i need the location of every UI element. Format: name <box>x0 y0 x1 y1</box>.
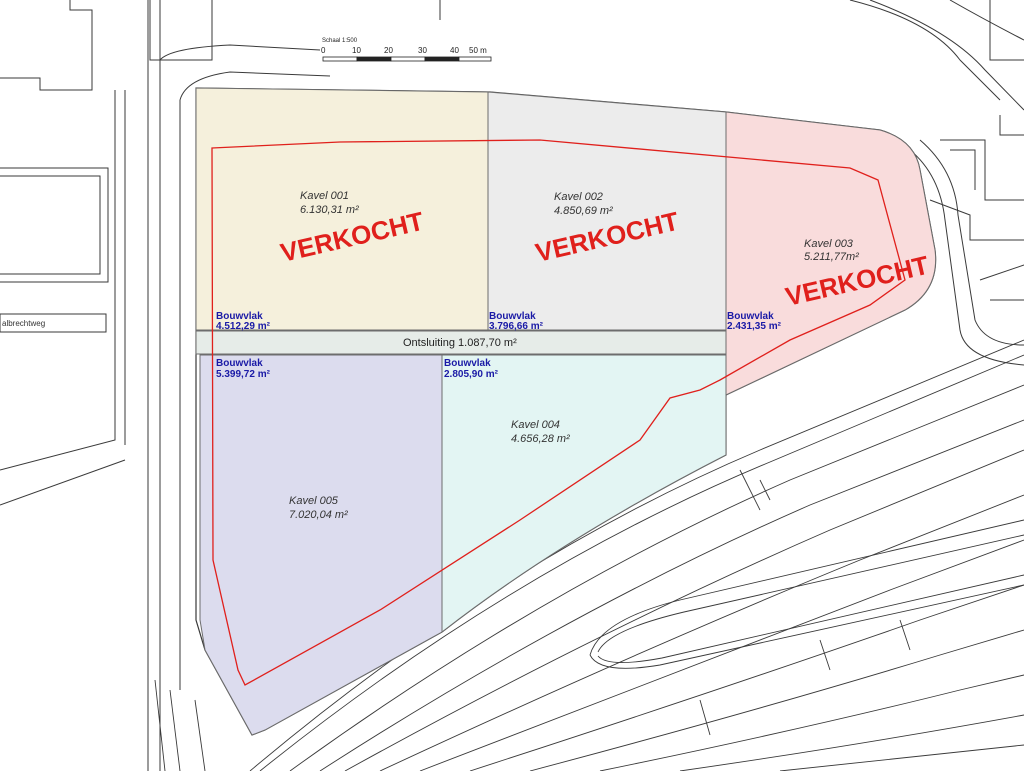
plot-004-labels: Bouwvlak 2.805,90 m² Kavel 004 4.656,28 … <box>444 358 570 445</box>
plot-005-area[interactable] <box>199 354 443 736</box>
plot-005-name: Kavel 005 <box>289 495 339 507</box>
scale-tick-10: 10 <box>352 46 361 55</box>
plots <box>195 87 937 736</box>
sold-boundary-line <box>211 139 906 686</box>
plot-005-area-text: 7.020,04 m² <box>289 509 348 521</box>
plot-004-bouwvlak-label: Bouwvlak <box>444 358 491 369</box>
plot-001-name: Kavel 001 <box>300 190 349 202</box>
plot-001-area-text: 6.130,31 m² <box>300 204 359 216</box>
access-road-label: Ontsluiting 1.087,70 m² <box>403 337 517 349</box>
plot-001-bouwvlak-area: 4.512,29 m² <box>216 321 271 332</box>
access-road-labels: Ontsluiting 1.087,70 m² <box>403 337 517 349</box>
railway-tracks <box>154 339 1024 771</box>
plot-002-name: Kavel 002 <box>554 191 603 203</box>
plot-004-name: Kavel 004 <box>511 419 560 431</box>
plot-003-area-text: 5.211,77m² <box>804 251 859 263</box>
plot-002-bouwvlak-area: 3.796,66 m² <box>489 321 544 332</box>
plot-001-bouwvlak-label: Bouwvlak <box>216 311 263 322</box>
plot-003-name: Kavel 003 <box>804 238 854 250</box>
plot-004-area-text: 4.656,28 m² <box>511 433 570 445</box>
scale-tick-30: 30 <box>418 46 427 55</box>
scale-tick-20: 20 <box>384 46 393 55</box>
scale-tick-50: 50 m <box>469 46 487 55</box>
scale-tick-40: 40 <box>450 46 459 55</box>
plot-003-bouwvlak-area: 2.431,35 m² <box>727 321 782 332</box>
plot-002-area-text: 4.850,69 m² <box>554 205 613 217</box>
plot-005-labels: Bouwvlak 5.399,72 m² Kavel 005 7.020,04 … <box>216 358 348 521</box>
scale-tick-0: 0 <box>321 46 326 55</box>
access-road[interactable] <box>195 330 727 355</box>
plot-003-bouwvlak-label: Bouwvlak <box>727 311 774 322</box>
plot-005-bouwvlak-area: 5.399,72 m² <box>216 369 271 380</box>
scale-bar: Schaal 1:500 0 10 20 30 40 50 m <box>321 38 492 62</box>
plot-005-bouwvlak-label: Bouwvlak <box>216 358 263 369</box>
street-name-box: albrechtweg <box>0 313 107 333</box>
street-name: albrechtweg <box>2 319 45 328</box>
plot-004-bouwvlak-area: 2.805,90 m² <box>444 369 499 380</box>
plot-002-bouwvlak-label: Bouwvlak <box>489 311 536 322</box>
scale-title: Schaal 1:500 <box>322 38 358 44</box>
plot-004-area[interactable] <box>441 354 727 634</box>
